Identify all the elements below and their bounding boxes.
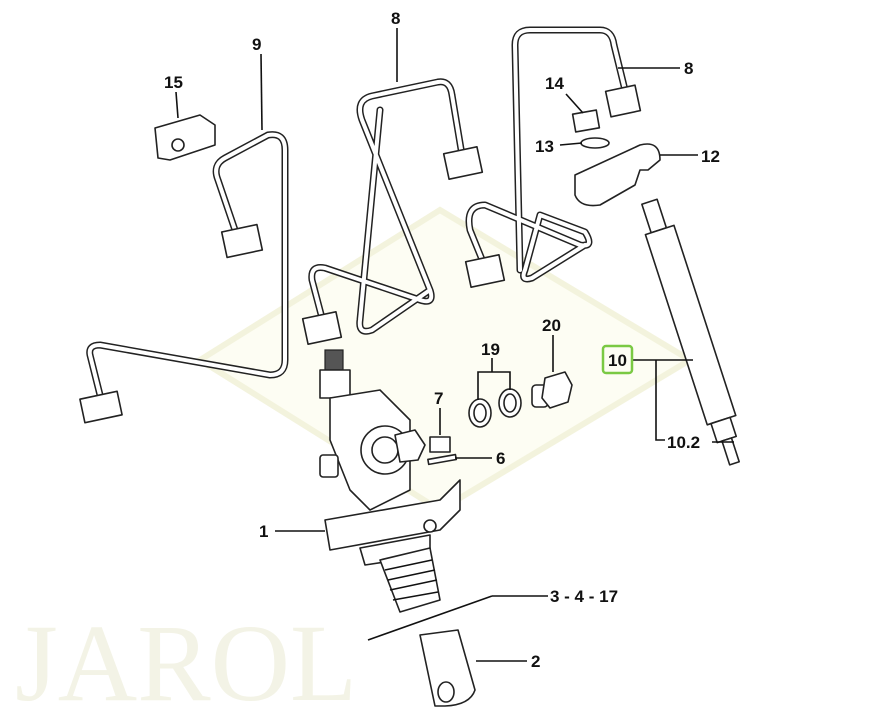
callout-8-top[interactable]: 8 (391, 9, 400, 28)
callout-15[interactable]: 15 (164, 73, 183, 92)
callout-1[interactable]: 1 (259, 522, 268, 541)
callout-13[interactable]: 13 (535, 137, 554, 156)
injector-10[interactable] (636, 197, 750, 468)
roller-tappet-2[interactable] (419, 629, 476, 707)
callout-12[interactable]: 12 (701, 147, 720, 166)
callout-10-2[interactable]: 10.2 (667, 433, 700, 452)
part-7[interactable] (429, 436, 451, 453)
pipe-8-center[interactable] (301, 78, 484, 346)
callout-9[interactable]: 9 (252, 35, 261, 54)
callout-8-right[interactable]: 8 (684, 59, 693, 78)
pipe-9[interactable] (79, 131, 289, 424)
part-6[interactable] (427, 453, 458, 466)
callout-14[interactable]: 14 (545, 74, 564, 93)
washer-13[interactable] (580, 137, 610, 149)
callout-7[interactable]: 7 (434, 389, 443, 408)
injection-pump-1[interactable] (319, 349, 461, 613)
plug-20[interactable] (531, 371, 573, 409)
callout-20[interactable]: 20 (542, 316, 561, 335)
callout-leaders (175, 28, 734, 662)
watermark-text: JAROL (15, 602, 357, 714)
nut-14[interactable] (571, 109, 601, 133)
callout-6[interactable]: 6 (496, 449, 505, 468)
callout-10[interactable]: 10 (608, 351, 627, 370)
clamp-15[interactable] (154, 114, 216, 161)
bracket-12[interactable] (574, 143, 661, 207)
seal-ring-19a[interactable] (468, 398, 492, 428)
pipe-8-right[interactable] (464, 26, 642, 289)
callout-2[interactable]: 2 (531, 652, 540, 671)
gasket-3-4-17[interactable] (367, 595, 493, 641)
callout-10-highlight[interactable] (601, 344, 634, 375)
callout-19[interactable]: 19 (481, 340, 500, 359)
callout-3-4-17[interactable]: 3 - 4 - 17 (550, 587, 618, 606)
